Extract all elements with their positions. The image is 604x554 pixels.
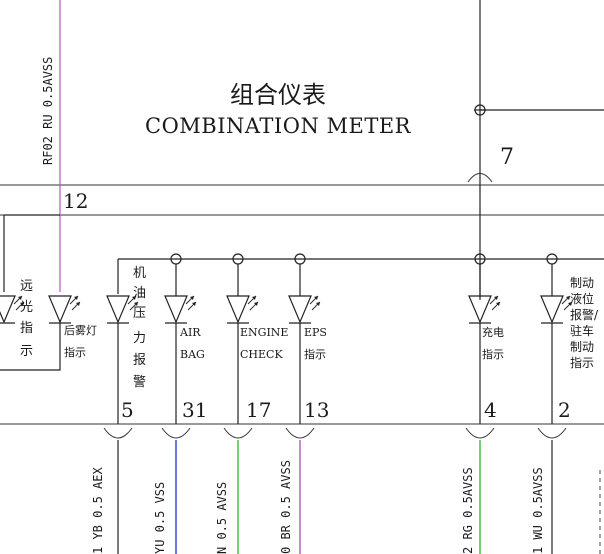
svg-text:17: 17 xyxy=(246,398,271,422)
title-en: COMBINATION METER xyxy=(145,114,412,138)
connector-7-label: 7 xyxy=(500,145,514,170)
led-airbag xyxy=(164,264,197,324)
label-airbag: AIR xyxy=(179,326,201,339)
svg-text:4: 4 xyxy=(484,398,497,422)
label-oil-pressure: 机 油 压 力 报 警 xyxy=(133,266,146,390)
wire-code-yu: YU 0.5 VSS xyxy=(153,482,167,554)
svg-text:光: 光 xyxy=(20,300,33,315)
label-eps-2: 指示 xyxy=(304,347,326,361)
led-eps xyxy=(288,264,321,324)
wire-code-n: N 0.5 AVSS xyxy=(215,482,229,554)
wire-code-wu: 1 WU 0.5AVSS xyxy=(531,467,545,554)
pin-numbers: 5 31 17 13 4 2 xyxy=(121,398,571,422)
label-charge-2: 指示 xyxy=(482,347,504,361)
svg-text:液位: 液位 xyxy=(570,291,594,306)
svg-text:指示: 指示 xyxy=(570,355,594,370)
label-rear-fog-2: 指示 xyxy=(64,345,86,359)
led-brake xyxy=(540,264,573,324)
svg-text:示: 示 xyxy=(20,344,33,359)
connector-marks xyxy=(103,427,567,439)
label-eps: EPS xyxy=(304,326,327,339)
label-engine-2: CHECK xyxy=(240,348,283,361)
svg-text:机: 机 xyxy=(133,266,146,281)
svg-text:油: 油 xyxy=(133,286,146,301)
svg-text:力: 力 xyxy=(133,331,146,346)
led-charge xyxy=(468,264,501,324)
svg-text:压: 压 xyxy=(133,306,146,321)
led-output-wires xyxy=(117,323,553,424)
svg-text:制动: 制动 xyxy=(570,340,594,354)
left-feed-wire xyxy=(0,320,61,371)
svg-text:13: 13 xyxy=(304,398,329,422)
label-engine: ENGINE xyxy=(240,326,288,339)
led-engine-check xyxy=(226,264,259,324)
wire-code-rg: 2 RG 0.5AVSS xyxy=(461,467,475,554)
svg-text:警: 警 xyxy=(133,374,146,390)
svg-text:2: 2 xyxy=(558,398,571,422)
label-brake: 制动 液位 报警/ 驻车 制动 指示 xyxy=(570,276,599,370)
bottom-wire-codes: 1 YB 0.5 AEX YU 0.5 VSS N 0.5 AVSS 0 BR … xyxy=(91,460,545,554)
bottom-wires xyxy=(117,440,553,554)
top-wire-code: RF02 RU 0.5AVSS xyxy=(41,57,55,165)
connector-7-mark xyxy=(467,173,493,183)
wire-code-br: 0 BR 0.5 AVSS xyxy=(279,460,293,554)
svg-text:远: 远 xyxy=(20,279,33,294)
svg-text:指: 指 xyxy=(20,321,33,336)
svg-text:报: 报 xyxy=(133,353,146,368)
label-high-beam: 远 光 指 示 xyxy=(20,279,33,359)
svg-text:制动: 制动 xyxy=(570,276,594,290)
label-airbag-2: BAG xyxy=(180,348,205,361)
svg-text:报警/: 报警/ xyxy=(570,307,599,322)
connector-12-label: 12 xyxy=(63,189,88,213)
svg-text:驻车: 驻车 xyxy=(570,323,594,338)
svg-text:31: 31 xyxy=(182,398,207,422)
svg-text:5: 5 xyxy=(121,398,134,422)
led-rear-fog xyxy=(48,295,81,324)
title-zh: 组合仪表 xyxy=(230,81,326,109)
label-rear-fog: 后雾灯 xyxy=(64,324,97,337)
wire-code-yb: 1 YB 0.5 AEX xyxy=(91,467,105,554)
label-charge: 充电 xyxy=(482,325,504,339)
